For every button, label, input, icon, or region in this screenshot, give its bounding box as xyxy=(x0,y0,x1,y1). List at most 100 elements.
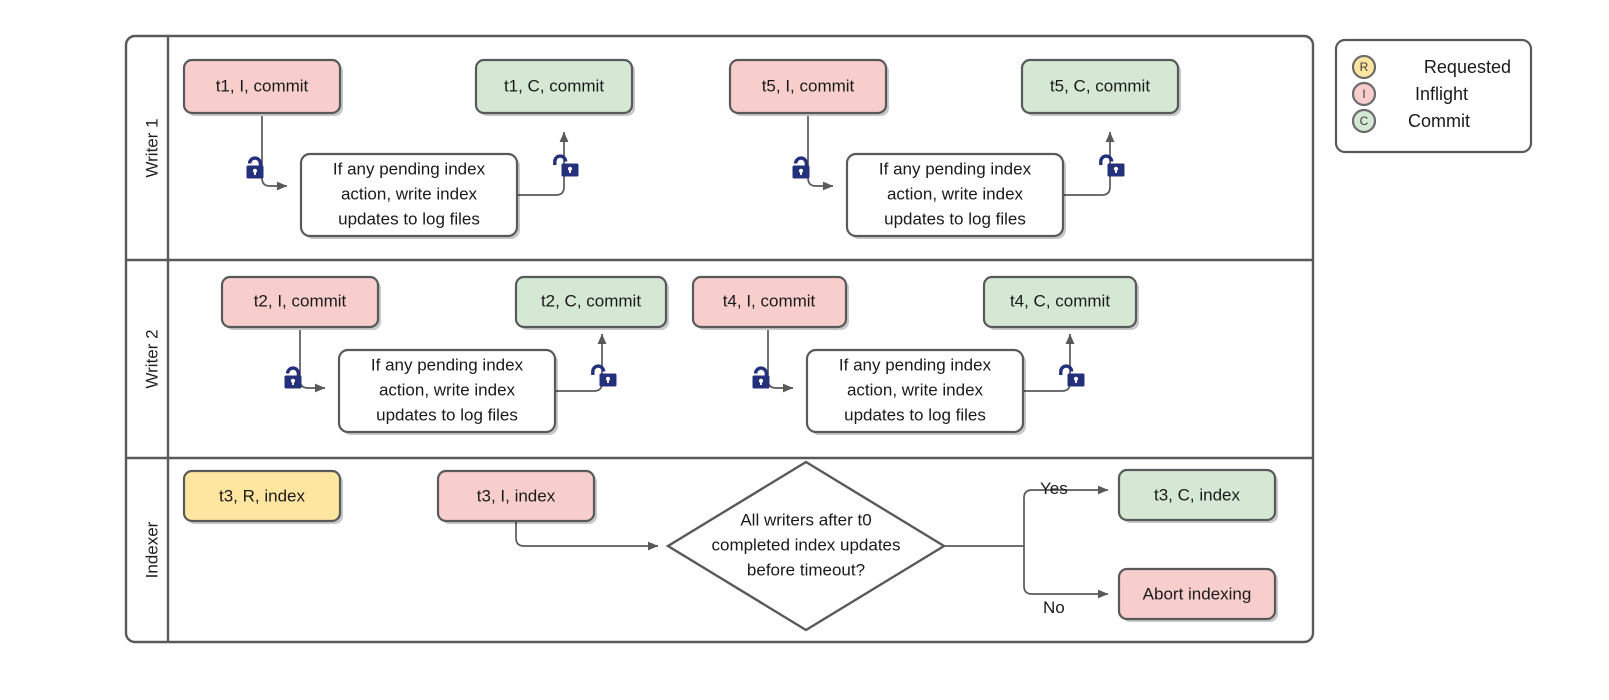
process-line-2: action, write index xyxy=(341,184,478,203)
node-body xyxy=(1020,58,1180,115)
legend-item-commit: C Commit xyxy=(1351,108,1470,134)
node-label: t3, I, index xyxy=(477,486,556,505)
process-w1-right[interactable]: If any pending index action, write index… xyxy=(845,152,1066,239)
legend-label-inflight: Inflight xyxy=(1415,84,1468,104)
process-line-1: If any pending index xyxy=(333,159,486,178)
badge-commit-letter: C xyxy=(1360,114,1369,128)
legend-label-requested: Requested xyxy=(1424,57,1511,77)
node-label: t3, R, index xyxy=(219,486,305,505)
process-line-3: updates to log files xyxy=(338,209,480,228)
decision-line-3: before timeout? xyxy=(747,560,865,579)
lane-writer-2-content: t2, I, commit t2, C, commit t4, I, commi… xyxy=(220,275,1139,435)
legend-border xyxy=(1334,38,1533,154)
node-w2-t4-inflight[interactable]: t4, I, commit xyxy=(691,275,849,330)
badge-inflight-letter: I xyxy=(1362,87,1365,101)
node-ix-t3-requested[interactable]: t3, R, index xyxy=(182,469,343,524)
process-line-2: action, write index xyxy=(847,380,984,399)
legend-label-commit: Commit xyxy=(1408,111,1470,131)
edge-w2-t4-inflight-to-process xyxy=(767,330,794,393)
legend-item-requested: R Requested xyxy=(1351,54,1511,80)
process-line-3: updates to log files xyxy=(884,209,1026,228)
node-ix-t3-commit[interactable]: t3, C, index xyxy=(1117,468,1278,523)
badge-requested-letter: R xyxy=(1360,60,1369,74)
node-label: t5, C, commit xyxy=(1050,76,1150,95)
node-body xyxy=(691,275,848,329)
node-label: Abort indexing xyxy=(1143,584,1252,603)
process-line-3: updates to log files xyxy=(376,405,518,424)
process-w2-right[interactable]: If any pending index action, write index… xyxy=(805,348,1026,435)
edge-ix-inflight-to-decision xyxy=(515,522,659,551)
edge-w2-process-to-t2-commit xyxy=(556,333,607,392)
decision-body xyxy=(665,460,947,632)
process-line-1: If any pending index xyxy=(879,159,1032,178)
edge-w1-process-to-t1-commit xyxy=(518,131,569,196)
node-body xyxy=(1117,468,1277,522)
badge-inflight-icon xyxy=(1351,81,1377,107)
swimlane-outer-border xyxy=(124,34,1315,644)
process-line-1: If any pending index xyxy=(839,355,992,374)
process-w1-left[interactable]: If any pending index action, write index… xyxy=(299,152,520,239)
lane-indexer-content: Yes No t3, R, index t3, I, index All wri… xyxy=(182,460,1278,632)
node-body xyxy=(299,152,519,238)
lock-closed-icon xyxy=(752,366,770,389)
node-body xyxy=(337,348,557,434)
lane-label-writer-2: Writer 2 xyxy=(142,329,161,388)
node-w1-t1-commit[interactable]: t1, C, commit xyxy=(474,58,635,116)
node-label: t1, C, commit xyxy=(504,76,604,95)
node-body xyxy=(514,275,668,329)
edge-label-no: No xyxy=(1043,598,1065,617)
node-w1-t1-inflight[interactable]: t1, I, commit xyxy=(182,58,343,116)
edge-decision-no xyxy=(1023,546,1109,599)
edge-w2-t2-inflight-to-process xyxy=(299,330,326,393)
lane-label-writer-1: Writer 1 xyxy=(142,118,161,177)
node-ix-abort[interactable]: Abort indexing xyxy=(1117,567,1278,622)
node-body xyxy=(474,58,634,115)
swimlane-container: Writer 1 Writer 2 Indexer xyxy=(124,34,1315,644)
decision-all-writers-completed[interactable]: All writers after t0 completed index upd… xyxy=(665,460,947,632)
node-label: t3, C, index xyxy=(1154,485,1240,504)
node-ix-t3-inflight[interactable]: t3, I, index xyxy=(436,469,597,524)
node-label: t4, I, commit xyxy=(723,291,816,310)
lock-open-icon xyxy=(553,154,579,177)
lock-open-icon xyxy=(591,364,617,387)
edge-w1-t1-inflight-to-process xyxy=(261,116,288,191)
node-w1-t5-commit[interactable]: t5, C, commit xyxy=(1020,58,1181,116)
lane-label-indexer: Indexer xyxy=(142,521,161,578)
process-line-1: If any pending index xyxy=(371,355,524,374)
badge-commit-icon xyxy=(1351,108,1377,134)
node-body xyxy=(1117,567,1277,621)
node-w2-t4-commit[interactable]: t4, C, commit xyxy=(982,275,1139,330)
node-w1-t5-inflight[interactable]: t5, I, commit xyxy=(728,58,889,116)
node-label: t5, I, commit xyxy=(762,76,855,95)
edge-w1-t5-inflight-to-process xyxy=(807,116,834,191)
process-line-3: updates to log files xyxy=(844,405,986,424)
lock-closed-icon xyxy=(246,156,264,179)
badge-requested-icon xyxy=(1351,54,1377,80)
node-w2-t2-commit[interactable]: t2, C, commit xyxy=(514,275,669,330)
lane-writer-1-content: t1, I, commit t1, C, commit t5, I, commi… xyxy=(182,58,1181,239)
node-body xyxy=(805,348,1025,434)
node-label: t1, I, commit xyxy=(216,76,309,95)
process-line-2: action, write index xyxy=(379,380,516,399)
node-body xyxy=(220,275,380,329)
node-body xyxy=(845,152,1065,238)
edge-w1-process-to-t5-commit xyxy=(1064,131,1115,196)
lock-closed-icon xyxy=(284,366,302,389)
node-label: t4, C, commit xyxy=(1010,291,1110,310)
node-body xyxy=(182,469,342,523)
decision-line-2: completed index updates xyxy=(711,535,900,554)
edge-decision-yes xyxy=(1023,485,1109,546)
node-body xyxy=(436,469,596,523)
lock-open-icon xyxy=(1059,364,1085,387)
node-body xyxy=(728,58,888,115)
node-body xyxy=(982,275,1138,329)
node-label: t2, I, commit xyxy=(254,291,347,310)
process-line-2: action, write index xyxy=(887,184,1024,203)
legend-panel: R Requested I Inflight C Commit xyxy=(1334,38,1533,154)
node-w2-t2-inflight[interactable]: t2, I, commit xyxy=(220,275,381,330)
edge-label-yes: Yes xyxy=(1040,479,1068,498)
node-body xyxy=(182,58,342,115)
process-w2-left[interactable]: If any pending index action, write index… xyxy=(337,348,558,435)
